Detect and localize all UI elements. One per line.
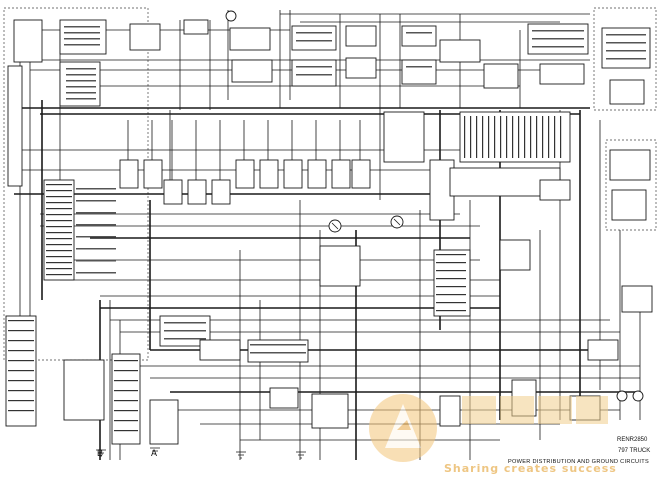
injector-module-row (119, 120, 371, 205)
document-number: RENR2850 (617, 437, 648, 443)
section-marker-a: A (151, 448, 158, 458)
right-mid-dashed-enclosure (605, 139, 657, 231)
machine-name: 797 TRUCK (618, 448, 651, 454)
main-vertical-runs (19, 10, 641, 460)
ground-symbol-icons (96, 447, 306, 459)
wire-label-marks (64, 26, 646, 354)
watermark-logo-icon (369, 394, 437, 462)
right-dashed-enclosure (593, 7, 657, 111)
sheet-title: POWER DISTRIBUTION AND GROUND CIRCUITS (508, 459, 649, 465)
watermark-wordmark-icon (462, 396, 608, 424)
section-marker-b: B (97, 448, 104, 458)
watermark-text: Sharing creates success (444, 462, 617, 475)
gauge-symbol-icon (225, 10, 644, 402)
connector-pins (8, 116, 562, 432)
